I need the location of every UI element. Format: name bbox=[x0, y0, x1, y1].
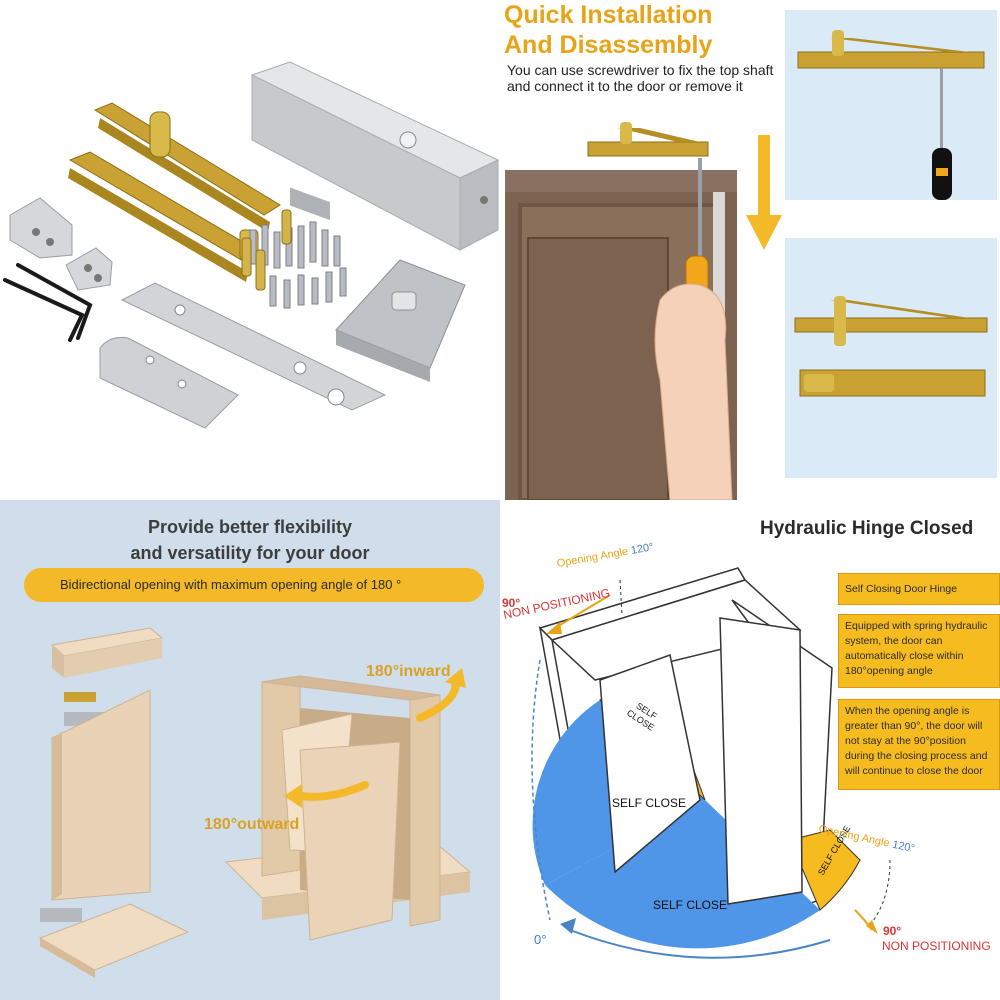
detail-tile-top bbox=[785, 10, 997, 200]
screws-icon bbox=[249, 221, 347, 309]
brass-anchors-icon bbox=[241, 209, 292, 291]
zero-degree-label: 0° bbox=[534, 932, 547, 947]
allen-key-icon bbox=[3, 263, 93, 342]
info-box-non-positioning: When the opening angle is greater than 9… bbox=[838, 699, 1000, 790]
hand-icon bbox=[654, 283, 733, 500]
door-frame-icon bbox=[224, 675, 472, 941]
floor-cover-icon bbox=[335, 259, 466, 382]
outward-arrow-icon bbox=[284, 781, 369, 808]
installation-panel: Quick Installation And Disassembly You c… bbox=[500, 0, 1000, 500]
top-hinge-bar-icon bbox=[587, 122, 709, 157]
angle-arcs bbox=[531, 579, 891, 959]
detail-tile-bottom bbox=[785, 238, 997, 478]
door-opening-illustration bbox=[38, 627, 472, 978]
hydraulic-hinge-panel: Hydraulic Hinge Closed Self Closing Door… bbox=[500, 500, 1000, 1000]
installation-illustration bbox=[505, 10, 997, 500]
self-close-label-bottom: SELF CLOSE bbox=[653, 898, 728, 912]
hinge-parts-illustration bbox=[3, 61, 500, 429]
door-panel-outline bbox=[599, 617, 803, 905]
install-title-line2: And Disassembly bbox=[504, 31, 713, 59]
exploded-door-icon bbox=[38, 627, 190, 978]
non-positioning-label-bottom: NON POSITIONING bbox=[882, 939, 991, 953]
product-parts-panel bbox=[0, 0, 500, 500]
flexibility-panel: Provide better flexibility and versatili… bbox=[0, 500, 500, 1000]
info-box-spring-hydraulic: Equipped with spring hydraulic system, t… bbox=[838, 614, 1000, 688]
door-closing-diagram bbox=[531, 567, 891, 959]
flexibility-title-line2: and versatility for your door bbox=[130, 543, 370, 563]
hydraulic-title: Hydraulic Hinge Closed bbox=[760, 518, 974, 539]
inward-label: 180°inward bbox=[366, 663, 451, 680]
inward-arrow-icon bbox=[416, 668, 466, 722]
ninety-label-bottom: 90° bbox=[883, 924, 902, 938]
mounting-bracket-icon bbox=[9, 197, 113, 291]
install-description: You can use screwdriver to fix the top s… bbox=[507, 62, 774, 94]
banner-pill bbox=[24, 568, 484, 602]
flexibility-title-line1: Provide better flexibility bbox=[147, 517, 353, 537]
hydraulic-box-icon bbox=[250, 61, 500, 251]
outward-label: 180°outward bbox=[204, 816, 300, 833]
flexibility-title: Provide better flexibility and versatili… bbox=[0, 514, 500, 566]
down-arrow-icon bbox=[746, 135, 782, 250]
cover-plate-icon bbox=[99, 282, 387, 429]
info-box-self-closing: Self Closing Door Hinge bbox=[838, 573, 1000, 605]
banner-text: Bidirectional opening with maximum openi… bbox=[60, 577, 402, 592]
install-title: Quick Installation And Disassembly bbox=[504, 0, 712, 60]
self-close-label-middle: SELF CLOSE bbox=[612, 796, 687, 810]
ninety-label-top: 90° bbox=[502, 596, 521, 610]
install-title-line1: Quick Installation bbox=[504, 1, 713, 29]
